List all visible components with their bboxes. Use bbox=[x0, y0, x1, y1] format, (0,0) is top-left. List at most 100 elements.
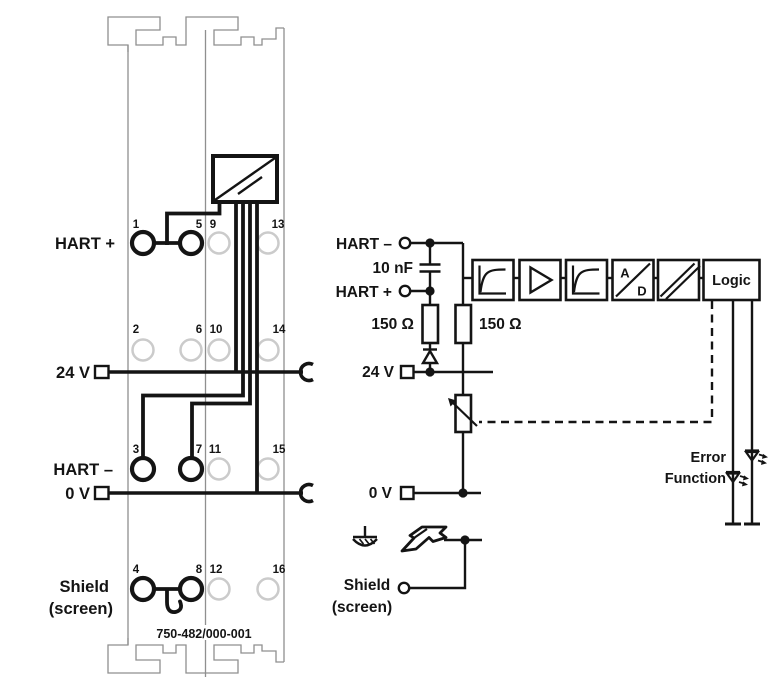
part-number-backing bbox=[158, 625, 250, 640]
terminal-number: 12 bbox=[210, 564, 223, 576]
label-shield-1: Shield bbox=[59, 578, 109, 596]
terminal-13-contact bbox=[256, 231, 280, 255]
resistor-right bbox=[454, 303, 473, 345]
terminal-12-contact bbox=[207, 577, 231, 601]
terminal-5-contact bbox=[177, 229, 205, 257]
led-triangle bbox=[724, 472, 742, 484]
terminal-number: 11 bbox=[209, 444, 222, 456]
active-terminals bbox=[129, 229, 205, 603]
terminal-number: 5 bbox=[196, 219, 203, 231]
junction-dot bbox=[425, 238, 435, 248]
adjustable-resistor-arrow bbox=[450, 400, 478, 427]
label-function: Function bbox=[665, 471, 726, 487]
internal-wiring bbox=[141, 202, 259, 614]
functional-earth-hatching bbox=[358, 538, 376, 545]
terminal-number: 7 bbox=[196, 444, 202, 456]
terminal-1-contact bbox=[129, 229, 157, 257]
label-24v: 24 V bbox=[362, 364, 395, 381]
resistor-left bbox=[421, 303, 440, 345]
terminal-4-contact bbox=[129, 575, 157, 603]
label-shield-2: (screen) bbox=[332, 599, 392, 616]
led-ray-head bbox=[743, 475, 749, 481]
terminal-number: 6 bbox=[196, 324, 202, 336]
terminal-3-contact bbox=[129, 455, 157, 483]
terminal-number: 15 bbox=[273, 444, 286, 456]
terminal-number: 1 bbox=[133, 219, 140, 231]
signal-chain: A D Logic bbox=[471, 258, 761, 302]
terminal-6-contact bbox=[179, 338, 203, 362]
hart-minus-terminal bbox=[398, 236, 412, 250]
label-capacitor: 10 nF bbox=[373, 260, 413, 277]
led-ray-head bbox=[761, 459, 767, 465]
wire-shield bbox=[409, 540, 467, 590]
terminal-numbers: 1 5 9 13 2 6 10 14 3 7 11 15 4 8 12 16 bbox=[133, 219, 286, 576]
part-number: 750-482/000-001 bbox=[156, 627, 251, 641]
label-hart-minus: HART – bbox=[336, 236, 392, 253]
terminal-10-contact bbox=[207, 338, 231, 362]
filter-block-2 bbox=[564, 258, 609, 302]
din-rail-channel bbox=[413, 528, 428, 539]
converter-pin-to-terminal-3 bbox=[141, 202, 245, 458]
isolation-diagonal-1 bbox=[214, 157, 276, 201]
control-line-dashed bbox=[479, 301, 714, 424]
power-jumper-contact-24v-icon bbox=[298, 361, 314, 383]
isolation-block bbox=[656, 258, 701, 302]
module-labels: HART + 24 V HART – 0 V Shield (screen) bbox=[49, 235, 115, 618]
hart-plus-terminal bbox=[398, 284, 412, 298]
junction-dot bbox=[458, 488, 468, 498]
terminal-number: 16 bbox=[273, 564, 286, 576]
label-0v: 0 V bbox=[369, 485, 393, 502]
converter-pin-to-terminal-7 bbox=[190, 202, 252, 458]
junction-dot bbox=[425, 286, 435, 296]
adc-label-a: A bbox=[620, 266, 630, 281]
terminal-15-contact bbox=[256, 457, 280, 481]
terminal-16-contact bbox=[256, 577, 280, 601]
label-0v: 0 V bbox=[65, 485, 90, 503]
amplifier-box bbox=[518, 258, 562, 302]
terminal-9-contact bbox=[207, 231, 231, 255]
supply-0v-connector bbox=[93, 485, 110, 501]
terminal-0v-connector bbox=[399, 485, 415, 501]
power-jumper-contact-0v-icon bbox=[298, 482, 314, 504]
inactive-terminals bbox=[131, 231, 280, 601]
supply-24v-connector bbox=[93, 364, 110, 380]
led-ray-head bbox=[742, 481, 748, 487]
terminal-8-contact bbox=[177, 575, 205, 603]
label-shield-1: Shield bbox=[344, 577, 391, 594]
shield-terminal bbox=[397, 581, 411, 595]
schematic-wiring: 150 Ω 150 Ω bbox=[371, 238, 522, 590]
module-bottom-profile bbox=[107, 638, 284, 674]
label-resistor-right: 150 Ω bbox=[479, 316, 522, 333]
label-shield-2: (screen) bbox=[49, 600, 113, 618]
junction-dot bbox=[460, 535, 470, 545]
adc-block: A D bbox=[611, 258, 655, 302]
label-24v: 24 V bbox=[56, 364, 90, 382]
din-rail-icon bbox=[400, 525, 448, 553]
adjustable-resistor-arrowhead bbox=[448, 398, 457, 407]
label-hart-plus: HART + bbox=[336, 284, 392, 301]
module-power-rails bbox=[93, 361, 314, 504]
amplifier-block bbox=[518, 258, 562, 302]
terminal-2-contact bbox=[131, 338, 155, 362]
isolation-diagonal-1 bbox=[659, 262, 696, 298]
terminal-7-contact bbox=[177, 455, 205, 483]
terminal-number: 13 bbox=[272, 219, 285, 231]
isolation-diagonal-2 bbox=[237, 176, 263, 195]
terminal-number: 9 bbox=[210, 219, 216, 231]
amplifier-icon bbox=[529, 265, 554, 295]
terminal-11-contact bbox=[207, 457, 231, 481]
functional-earth-icon bbox=[352, 526, 378, 547]
terminal-number: 10 bbox=[210, 324, 223, 336]
logic-box bbox=[702, 258, 761, 302]
led-triangle bbox=[743, 450, 761, 463]
isolation-diagonal-2 bbox=[665, 265, 701, 300]
label-hart-plus: HART + bbox=[55, 235, 115, 253]
label-hart-minus: HART – bbox=[53, 461, 113, 479]
filter-curve-icon bbox=[478, 265, 506, 295]
shield-clamp-hook bbox=[165, 588, 183, 614]
terminal-number: 14 bbox=[273, 324, 286, 336]
terminal-number: 4 bbox=[133, 564, 140, 576]
io-module: 1 5 9 13 2 6 10 14 3 7 11 15 4 8 12 16 7… bbox=[49, 16, 314, 677]
